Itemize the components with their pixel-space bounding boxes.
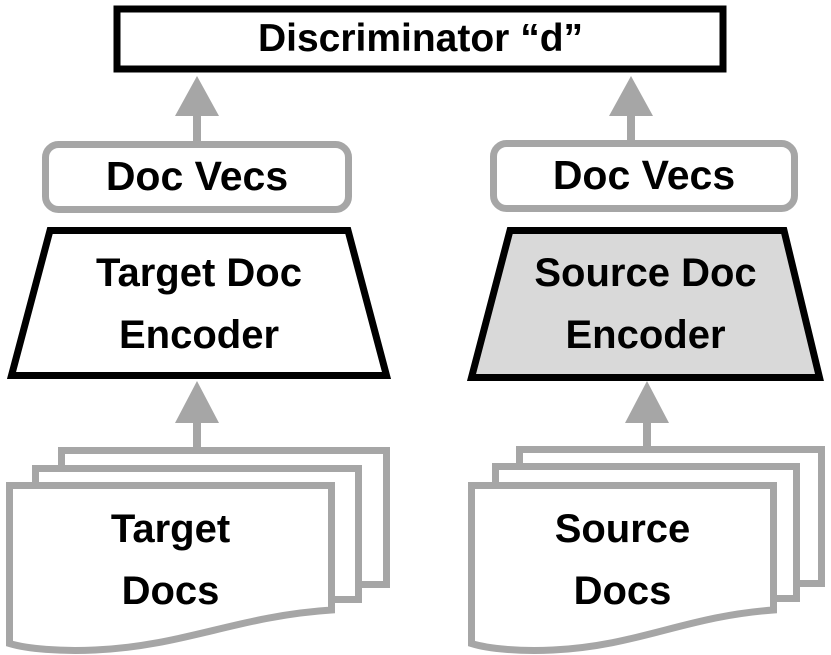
source-docs-stack	[468, 446, 825, 654]
document-sheet-front	[6, 482, 335, 654]
arrow-left-docvecs-to-discriminator	[175, 76, 219, 142]
source-encoder-trapezoid	[466, 227, 824, 381]
discriminator-box	[113, 5, 727, 73]
arrow-left-docs-to-encoder	[175, 381, 219, 447]
target-docs-stack	[6, 447, 390, 654]
arrow-right-docs-to-encoder	[625, 381, 669, 447]
target-encoder-trapezoid	[6, 227, 392, 379]
doc-vecs-box-left	[42, 141, 352, 213]
doc-vecs-box-right	[490, 140, 798, 212]
document-sheet-front	[468, 482, 777, 654]
arrow-right-docvecs-to-discriminator	[609, 76, 653, 141]
